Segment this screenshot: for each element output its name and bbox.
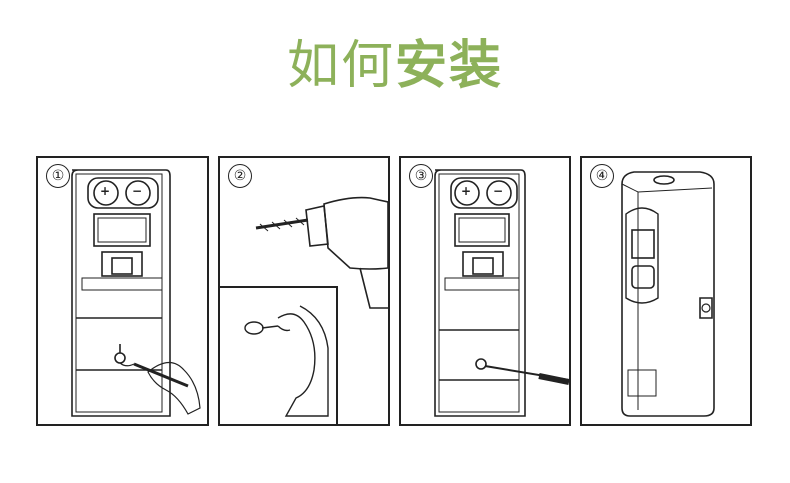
battery-plus-label: + (461, 184, 472, 198)
step-2-panel: ② (218, 156, 390, 426)
drill-grip (359, 267, 388, 309)
screw-mount-illustration (434, 169, 569, 417)
bottom-window (627, 369, 657, 397)
lcd-screen (631, 229, 655, 259)
screw-hole (475, 358, 487, 370)
step-3-number: ③ (409, 164, 433, 188)
step-1-number: ① (46, 164, 70, 188)
dispenser-body (621, 171, 715, 417)
display-inner (458, 217, 506, 243)
step-3-panel: ③ + − (399, 156, 571, 426)
wall-plug-illustration (244, 305, 329, 417)
display-inner (97, 217, 147, 243)
drill-body (323, 196, 388, 270)
hand-outline (147, 361, 201, 415)
wall-plug-shaft (261, 325, 279, 329)
battery-right (125, 180, 151, 206)
title-light: 如何 (286, 36, 395, 96)
marker-pen (133, 362, 189, 388)
side-lock (699, 297, 713, 319)
drill-illustration (255, 196, 388, 309)
housing-inner-wall (75, 173, 163, 413)
control-button (631, 265, 655, 289)
battery-plus-label: + (100, 184, 111, 198)
battery-left (454, 180, 480, 206)
step-4-number: ④ (590, 164, 614, 188)
step-1-panel: ① + − (36, 156, 209, 426)
screw-hole (114, 352, 126, 364)
title-bold: 安装 (395, 36, 504, 96)
housing-outline (71, 169, 171, 417)
screwdriver-handle (538, 373, 569, 385)
housing-inner-wall (438, 173, 520, 413)
spray-nozzle (653, 175, 675, 185)
mechanism-rail (444, 277, 520, 291)
wall-plug-inset (220, 286, 338, 424)
hand-outline (277, 305, 329, 417)
display-window (454, 213, 510, 247)
assembled-dispenser-illustration (621, 171, 715, 417)
button-block (101, 251, 143, 277)
step-4-panel: ④ (580, 156, 752, 426)
battery-minus-label: − (493, 184, 504, 198)
display-window (93, 213, 151, 247)
finger-line (277, 325, 291, 332)
button-block (462, 251, 504, 277)
open-housing-illustration (71, 169, 201, 417)
button-key (111, 257, 133, 275)
step-2-number: ② (228, 164, 252, 188)
housing-outline (434, 169, 526, 417)
mechanism-rail (81, 277, 163, 291)
page-title: 如何安装 (0, 34, 790, 98)
battery-compartment (87, 177, 159, 209)
side-lock-keyhole (701, 303, 711, 313)
marker-line (119, 362, 135, 367)
battery-minus-label: − (132, 184, 143, 198)
front-window (625, 207, 659, 304)
battery-left (93, 180, 119, 206)
drill-bit-thread (259, 217, 305, 232)
button-key (472, 257, 494, 275)
dispenser-top-edge (621, 183, 713, 193)
battery-compartment (450, 177, 518, 209)
wall-plug-head (244, 321, 264, 335)
battery-right (486, 180, 512, 206)
